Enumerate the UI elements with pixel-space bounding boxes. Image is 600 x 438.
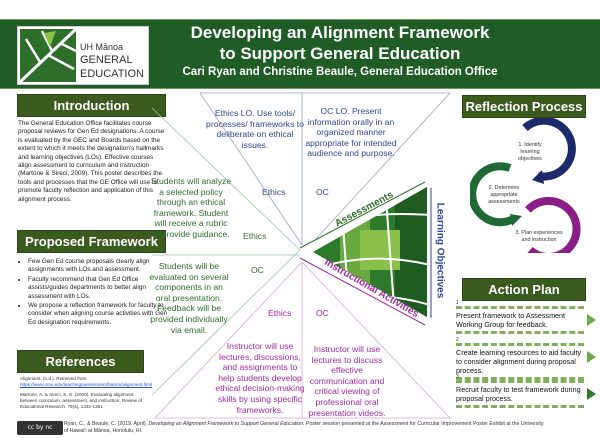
reflection-process-heading: Reflection Process [462,95,586,118]
item-text: Create learning resources to aid faculty… [456,343,584,380]
item-number: 2 [456,337,459,343]
poster-title: Developing an Alignment Framework to Sup… [160,22,520,80]
item-number: 3 [456,374,459,380]
oc-assessment-text: Students will be evaluated on several co… [149,261,229,335]
ethics-assessment-tag: Ethics [243,231,267,241]
citation: Ryan, C., & Beaule, C. (2019, April). De… [64,421,544,435]
item-text: Recruit faculty to test framework during… [456,380,584,408]
reflection-step-3: 3. Plan experiences and instruction [515,230,563,243]
reference-item: Alignment. (n.d.). Retrieved from [20,376,87,381]
oc-instruction-tag: OC [316,308,329,318]
oc-instruction-text: Instructor will use lectures to discuss … [308,344,386,418]
reflection-step-1: 1. Identify learning objectives [518,142,542,162]
ethics-instruction-text: Instructor will use lectures, discussion… [215,341,305,415]
item-number: 1 [456,300,459,306]
logo-text-line1: UH Mānoa [80,42,124,52]
citation-authors: Ryan, C., & Beaule, C. (2019, April). [64,421,149,427]
title-line-1: Developing an Alignment Framework [190,23,490,42]
oc-objective-tag: OC [316,187,329,197]
framework-bullet: We propose a reflection framework for fa… [28,302,168,327]
cc-license-badge: cc by nc [17,421,63,435]
oc-lo-text: OC LO. Present information orally in an … [305,106,397,159]
leaf-logo-icon [20,29,76,82]
ethics-lo-text: Ethics LO. Use tools/ processes/ framewo… [206,108,304,150]
reference-link[interactable]: https://www.cmu.edu/teaching/assessment/… [20,382,153,387]
ethics-objective-tag: Ethics [262,187,286,197]
arrow-right-icon [587,388,596,400]
arrow-right-icon [587,314,596,326]
reference-item: Martone, A. & Sireci, S. G. (2009). Eval… [20,392,143,409]
references-heading: References [17,350,144,373]
uh-manoa-gened-logo: UH Mānoa GENERAL EDUCATION [17,26,149,85]
title-line-2: to Support General Education [219,44,461,63]
reflection-cycle-graphic [470,118,581,253]
ethics-instruction-tag: Ethics [268,308,292,318]
framework-bullet: Faculty recommend that Gen Ed Office ass… [28,276,168,301]
framework-bullets: Few Gen Ed course proposals clearly alig… [18,258,168,328]
reflection-step-2: 2. Determine appropriate assessments [488,185,520,205]
proposed-framework-heading: Proposed Framework [17,230,166,253]
arrow-right-icon [587,351,596,363]
learning-objectives-label: Learning Objectives [434,202,446,299]
authors: Cari Ryan and Christine Beaule, General … [182,66,498,78]
item-text: Present framework to Assessment Working … [456,306,584,334]
framework-bullet: Few Gen Ed course proposals clearly alig… [28,258,168,275]
logo-text-line2: GENERAL [80,54,133,66]
introduction-text: The General Education Office facilitates… [18,120,165,203]
logo-text-line3: EDUCATION [80,68,144,80]
action-plan-heading: Action Plan [462,278,586,301]
citation-venue: Poster session presented at the Assessme… [64,421,544,434]
references-list: Alignment. (n.d.). Retrieved from https:… [20,376,153,410]
citation-title: Developing an Alignment Framework to Sup… [148,421,305,427]
ethics-assessment-text: Students will analyze a selected policy … [150,176,232,239]
introduction-heading: Introduction [17,94,166,117]
oc-assessment-tag: OC [251,265,264,275]
